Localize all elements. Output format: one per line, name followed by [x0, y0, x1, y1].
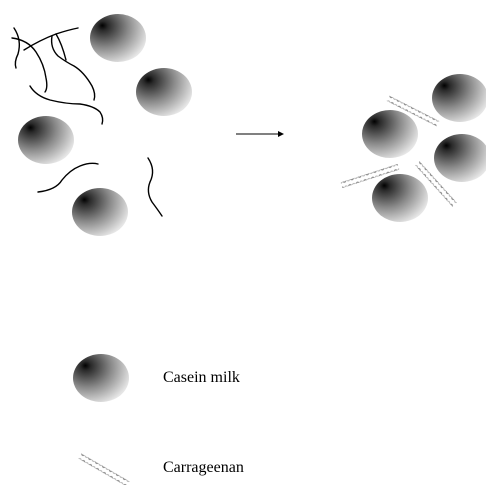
legend-casein-symbol	[73, 354, 129, 402]
right-micelle-group	[362, 74, 486, 222]
casein-micelle	[362, 110, 418, 158]
casein-micelle	[72, 188, 128, 236]
casein-micelle	[18, 116, 74, 164]
left-micelle-group	[18, 14, 192, 236]
legend	[73, 354, 130, 485]
casein-micelle	[432, 74, 486, 122]
arrow-head	[278, 131, 284, 137]
casein-micelle	[372, 174, 428, 222]
legend-casein-label: Casein milk	[163, 369, 240, 387]
legend-carrageenan-label: Carrageenan	[163, 459, 244, 477]
reaction-arrow	[236, 131, 284, 137]
casein-micelle	[136, 68, 192, 116]
polymer-strand	[14, 28, 19, 68]
casein-micelle	[90, 14, 146, 62]
legend-carrageenan-symbol	[78, 453, 129, 485]
polymer-strand	[38, 163, 98, 192]
casein-micelle	[434, 134, 486, 182]
polymer-strand	[148, 158, 162, 216]
polymer-strand	[52, 36, 95, 100]
